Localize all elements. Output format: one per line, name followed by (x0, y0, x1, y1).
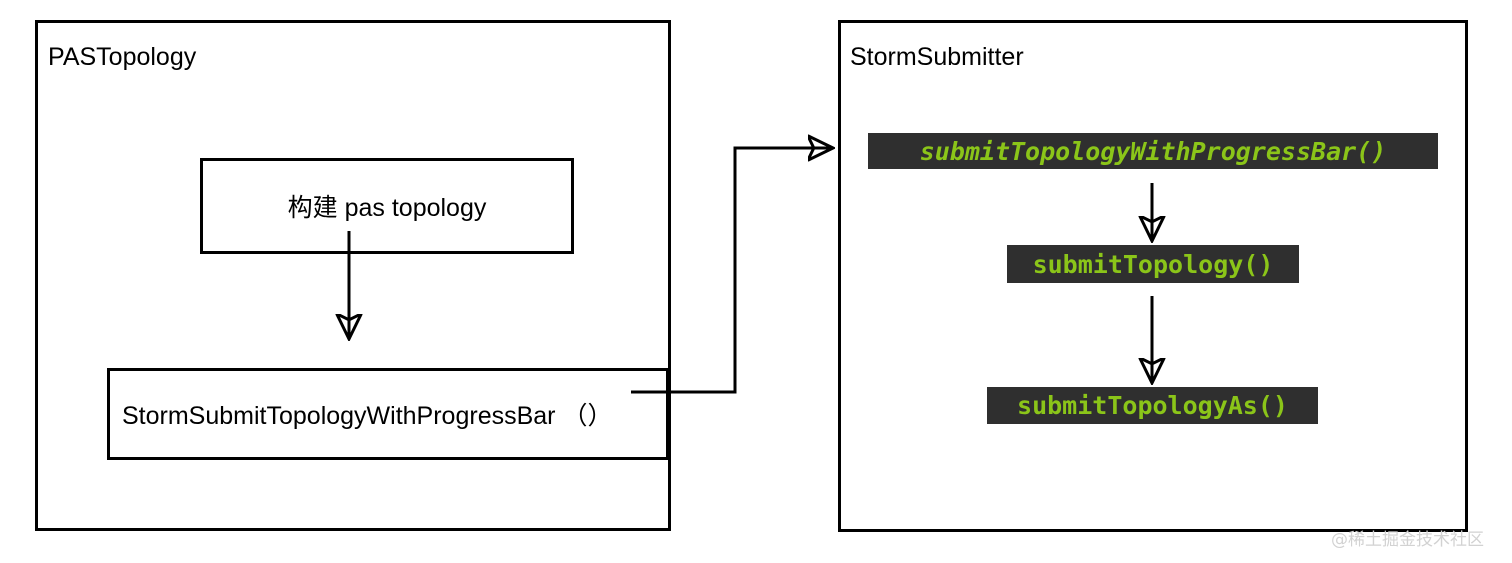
node-submit-topology-with-progress-bar-label: submitTopologyWithProgressBar() (919, 136, 1387, 166)
node-submit-topology-with-progress-bar: submitTopologyWithProgressBar() (868, 133, 1438, 169)
node-submit-topology-as-label: submitTopologyAs() (1017, 391, 1288, 420)
node-storm-submit-topology-with-progress-bar-label: StormSubmitTopologyWithProgressBar （） (122, 402, 613, 430)
node-submit-topology: submitTopology() (1007, 245, 1299, 283)
panel-storm-submitter-title: StormSubmitter (850, 43, 1024, 71)
node-submit-topology-label: submitTopology() (1032, 249, 1274, 279)
node-storm-submit-topology-with-progress-bar: StormSubmitTopologyWithProgressBar （） (107, 368, 669, 460)
node-build-pas-topology-label: 构建 pas topology (287, 194, 487, 222)
panel-pas-topology-title: PASTopology (48, 43, 197, 71)
node-submit-topology-as: submitTopologyAs() (987, 387, 1318, 424)
watermark: @稀土掘金技术社区 (1331, 530, 1484, 550)
panel-pas-topology: PASTopology 构建 pas topology StormSubmitT… (35, 20, 671, 531)
node-build-pas-topology: 构建 pas topology (200, 158, 574, 254)
